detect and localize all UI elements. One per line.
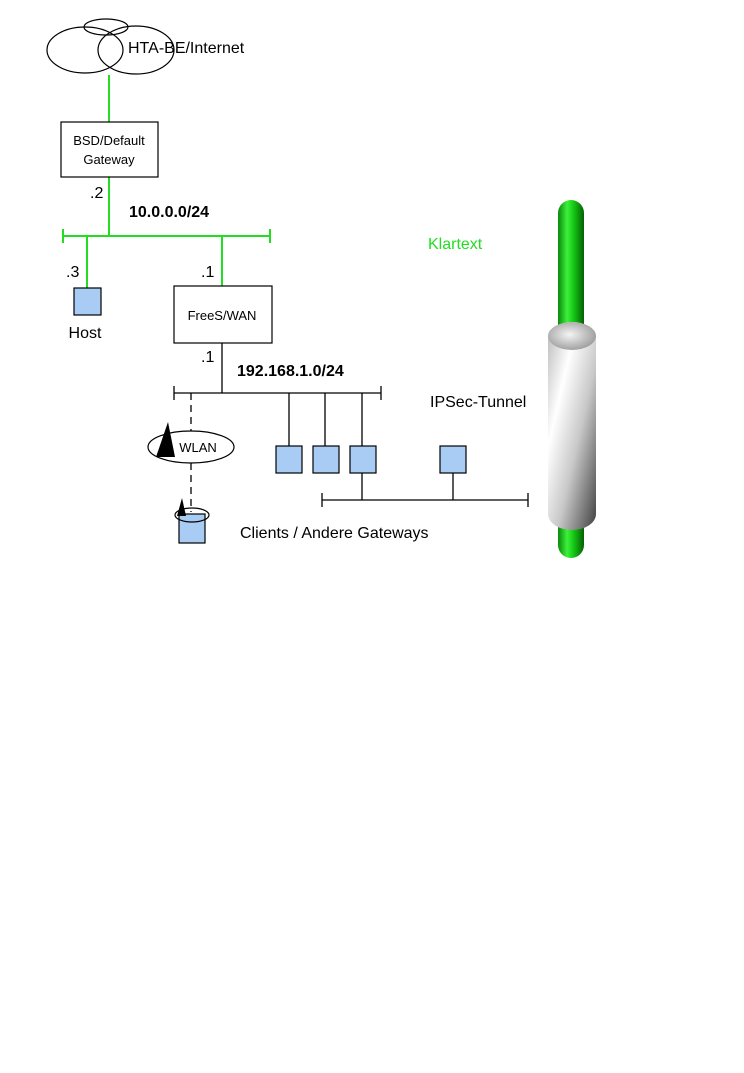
client-node-icon: [275, 445, 303, 474]
remote-client-node-icon: [439, 445, 467, 474]
net1-label: 10.0.0.0/24: [129, 204, 209, 221]
wireless-client-antenna-icon: [177, 498, 186, 516]
host-address-suffix: .3: [66, 264, 79, 281]
plaintext-network-lines: [62, 75, 271, 288]
gateway-address-suffix: .2: [90, 185, 103, 202]
cloud-label: HTA-BE/Internet: [128, 40, 245, 57]
client-node-icon: [312, 445, 340, 474]
wireless-client-node-icon: [178, 513, 206, 544]
freeswan-label: FreeS/WAN: [188, 308, 257, 323]
clients-label: Clients / Andere Gateways: [240, 525, 429, 542]
ipsec-tunnel-label: IPSec-Tunnel: [430, 394, 526, 411]
host-label: Host: [69, 325, 102, 342]
wireless-client-adapter-icon: [174, 507, 210, 523]
plaintext-label: Klartext: [428, 236, 483, 253]
gateway-label-line1: BSD/Default: [73, 133, 145, 148]
internet-cloud-icon: [46, 18, 175, 75]
ipsec-tunnel-icon: [548, 200, 596, 558]
freeswan-outer-suffix: .1: [201, 264, 214, 281]
freeswan-inner-suffix: .1: [201, 349, 214, 366]
freeswan-box: [173, 285, 273, 344]
gateway-label-line2: Gateway: [83, 152, 135, 167]
host-node-icon: [73, 287, 102, 316]
internal-network-lines: [173, 343, 529, 507]
wlan-label: WLAN: [179, 440, 217, 455]
net2-label: 192.168.1.0/24: [237, 363, 344, 380]
wlan-antenna-icon: [156, 422, 175, 457]
client-node-icon: [349, 445, 377, 474]
default-gateway-box: [60, 121, 159, 178]
